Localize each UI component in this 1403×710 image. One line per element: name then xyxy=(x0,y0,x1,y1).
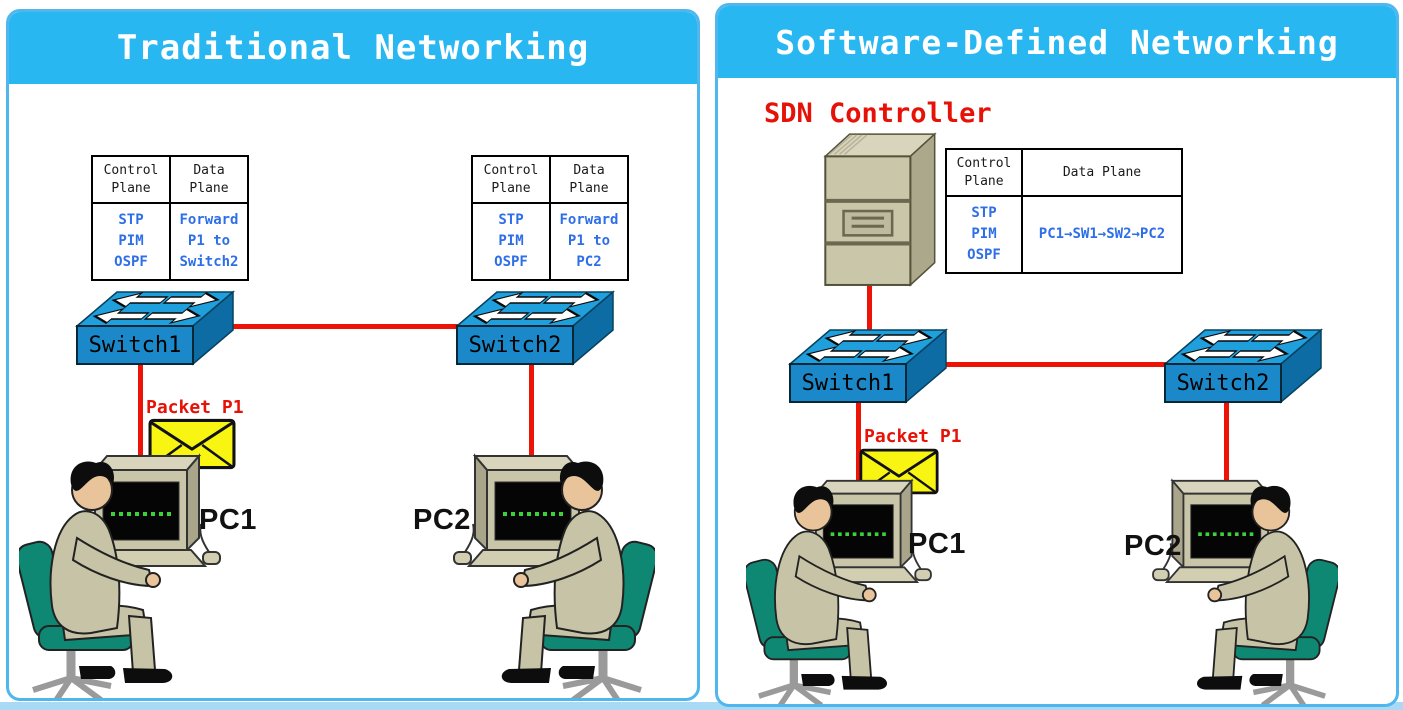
pc2-label: PC2 xyxy=(413,504,471,536)
data-plane-header: Data Plane xyxy=(169,154,249,205)
control-plane-protocols: STP PIM OSPF xyxy=(91,202,171,282)
switch1-label: Switch1 xyxy=(88,333,182,358)
switch2-label: Switch2 xyxy=(468,333,562,358)
bottom-accent-strip xyxy=(0,702,1403,710)
switch2-plane-table: Control Plane Data Plane STP PIM OSPF Fo… xyxy=(471,154,629,282)
traditional-networking-panel: Traditional Networking Control Plane Dat… xyxy=(6,9,700,701)
sdn-panel: Software-Defined Networking SDN Controll… xyxy=(715,3,1399,707)
link-switch1-switch2 xyxy=(227,324,471,329)
data-plane-header: Data Plane xyxy=(549,154,629,205)
person-at-computer-icon xyxy=(746,466,976,707)
sdn-title: Software-Defined Networking xyxy=(775,22,1339,62)
pc1-clipart xyxy=(746,466,976,707)
link-switch1-switch2 xyxy=(944,362,1168,367)
traditional-header-bar: Traditional Networking xyxy=(9,12,697,84)
pc1-label: PC1 xyxy=(908,528,966,560)
traditional-title: Traditional Networking xyxy=(116,28,590,68)
person-at-computer-icon xyxy=(19,440,269,701)
packet-p1-label: Packet P1 xyxy=(864,426,962,447)
data-plane-flow: PC1→SW1→SW2→PC2 xyxy=(1021,195,1183,275)
link-switch2-pc2 xyxy=(529,360,534,470)
control-plane-protocols: STP PIM OSPF xyxy=(471,202,551,282)
switch2: Switch2 xyxy=(1163,324,1323,412)
switch1: Switch1 xyxy=(75,286,235,374)
switch1: Switch1 xyxy=(788,324,948,412)
link-switch1-pc1 xyxy=(138,360,143,470)
control-plane-header: Control Plane xyxy=(471,154,551,205)
data-plane-header: Data Plane xyxy=(1021,147,1183,198)
controller-plane-table: Control Plane Data Plane STP PIM OSPF PC… xyxy=(945,147,1183,275)
switch2: Switch2 xyxy=(455,286,615,374)
packet-p1-label: Packet P1 xyxy=(146,397,244,418)
link-switch1-pc1 xyxy=(856,400,861,494)
switch1-plane-table: Control Plane Data Plane STP PIM OSPF Fo… xyxy=(91,154,249,282)
link-switch2-pc2 xyxy=(1224,400,1229,496)
data-plane-rule: Forward P1 to Switch2 xyxy=(169,202,249,282)
data-plane-rule: Forward P1 to PC2 xyxy=(549,202,629,282)
switch2-label: Switch2 xyxy=(1176,371,1270,396)
pc1-label: PC1 xyxy=(199,504,257,536)
person-at-computer-icon xyxy=(1108,466,1338,707)
pc2-clipart xyxy=(405,440,655,701)
sdn-controller-label: SDN Controller xyxy=(764,98,992,129)
pc2-clipart xyxy=(1108,466,1338,707)
person-at-computer-icon xyxy=(405,440,655,701)
control-plane-header: Control Plane xyxy=(91,154,171,205)
sdn-controller-server xyxy=(821,128,939,288)
server-icon xyxy=(821,128,939,288)
control-plane-protocols: STP PIM OSPF xyxy=(945,195,1023,275)
switch1-label: Switch1 xyxy=(801,371,895,396)
pc2-label: PC2 xyxy=(1124,530,1182,562)
control-plane-header: Control Plane xyxy=(945,147,1023,198)
pc1-clipart xyxy=(19,440,269,701)
sdn-header-bar: Software-Defined Networking xyxy=(718,6,1396,78)
link-controller-switch1 xyxy=(867,284,872,336)
